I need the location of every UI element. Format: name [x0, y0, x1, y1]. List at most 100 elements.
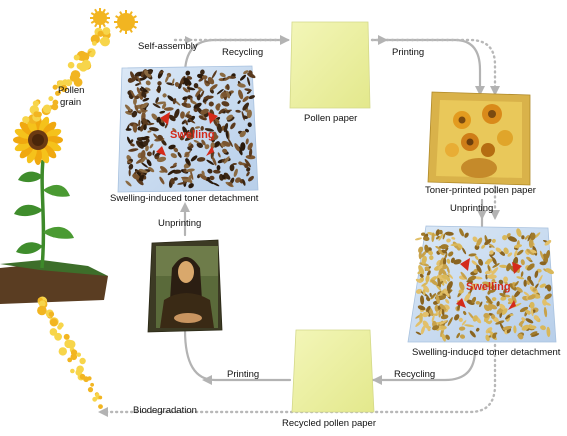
- toner-flake: [419, 262, 430, 267]
- toner-flake: [212, 182, 220, 187]
- toner-flake: [503, 276, 509, 283]
- toner-flake: [445, 334, 450, 340]
- toner-flake: [446, 265, 450, 274]
- toner-flake: [447, 272, 454, 279]
- toner-flake: [420, 295, 425, 305]
- toner-flake: [125, 180, 132, 187]
- toner-flake: [247, 122, 252, 128]
- toner-flake: [244, 163, 249, 168]
- pollen-grain: [117, 13, 135, 31]
- unprinting-right-label: Unprinting: [450, 203, 494, 214]
- toner-flake: [439, 295, 447, 300]
- pollen-grain: [67, 61, 75, 69]
- toner-flake: [526, 280, 530, 286]
- toner-flake: [134, 95, 140, 100]
- toner-printed-label: Toner-printed pollen paper: [425, 185, 536, 196]
- toner-flake: [446, 238, 451, 243]
- toner-flake: [198, 115, 207, 121]
- toner-flake: [450, 243, 461, 247]
- toner-flake: [507, 236, 518, 242]
- toner-flake: [461, 320, 467, 326]
- pollen-grain: [95, 393, 100, 398]
- pollen-grain: [73, 54, 80, 61]
- toner-flake: [528, 238, 534, 248]
- toner-flake: [188, 118, 196, 124]
- toner-flake: [527, 294, 536, 300]
- toner-flake: [183, 129, 190, 137]
- toner-flake: [245, 154, 256, 160]
- toner-flake: [506, 263, 512, 272]
- toner-flake: [177, 151, 182, 158]
- toner-flake: [421, 255, 427, 265]
- toner-flake: [415, 331, 422, 335]
- pollen-grain: [90, 382, 94, 387]
- toner-flake: [423, 236, 430, 241]
- toner-flake: [177, 181, 188, 185]
- toner-flake: [490, 314, 496, 319]
- toner-flake: [513, 325, 517, 334]
- pollen-grain: [89, 51, 95, 58]
- arrowhead-down-right: [475, 86, 485, 96]
- sunflower-petal: [26, 146, 37, 164]
- toner-flake: [148, 70, 153, 75]
- pollen-grain: [79, 357, 86, 365]
- toner-flake: [430, 293, 437, 299]
- toner-flake: [441, 308, 445, 316]
- toner-flake: [174, 108, 180, 119]
- toner-flake: [523, 279, 527, 287]
- pollen-grain: [49, 318, 58, 327]
- toner-flake: [242, 179, 246, 186]
- toner-flake: [128, 169, 131, 177]
- toner-flake: [481, 244, 486, 249]
- toner-flake: [415, 278, 422, 284]
- toner-flake: [157, 81, 162, 86]
- toner-flake: [157, 134, 164, 141]
- printing-top-label: Printing: [392, 47, 425, 58]
- toner-flake: [245, 128, 249, 133]
- toner-flake: [140, 86, 148, 93]
- toner-flake: [185, 70, 191, 76]
- toner-flake: [186, 87, 196, 91]
- sunflower-petal: [39, 146, 50, 164]
- toner-flake: [185, 168, 195, 173]
- toner-flake: [487, 289, 492, 295]
- top-right-connector: [370, 38, 482, 90]
- pollen-paper-label: Pollen paper: [304, 113, 358, 124]
- toner-flake: [426, 270, 431, 277]
- toner-flake: [222, 148, 228, 154]
- toner-flake: [146, 119, 151, 124]
- toner-flake: [227, 138, 233, 148]
- toner-flake: [529, 301, 535, 309]
- toner-flake: [140, 157, 146, 164]
- toner-flake: [221, 91, 228, 98]
- toner-flake: [428, 250, 433, 256]
- toner-flake: [444, 231, 454, 236]
- self-assembly-label: Self-assembly: [138, 41, 198, 52]
- toner-flake: [128, 148, 139, 152]
- toner-flake: [485, 295, 493, 305]
- swelling-right-label: Swelling-induced toner detachment: [412, 347, 561, 358]
- toner-flake: [127, 136, 131, 144]
- toner-flake: [458, 317, 463, 322]
- toner-flake: [134, 104, 139, 112]
- toner-flake: [194, 126, 201, 129]
- toner-flake: [530, 308, 534, 317]
- toner-flake: [162, 93, 167, 98]
- toner-flake: [521, 235, 525, 240]
- toner-flake: [448, 251, 454, 257]
- toner-flake: [439, 303, 447, 312]
- toner-flake: [417, 270, 422, 275]
- toner-flake: [520, 259, 525, 266]
- toner-flake: [460, 271, 468, 280]
- toner-flake: [445, 247, 449, 252]
- swelling-arrows-right: [456, 258, 522, 310]
- toner-flake: [213, 119, 219, 127]
- toner-flake: [487, 330, 494, 335]
- toner-flake: [429, 255, 434, 261]
- toner-flake: [503, 288, 507, 295]
- toner-flake: [200, 126, 204, 131]
- toner-flake: [248, 175, 254, 182]
- arrowhead-recycling-top: [280, 35, 290, 45]
- toner-flake: [131, 110, 138, 118]
